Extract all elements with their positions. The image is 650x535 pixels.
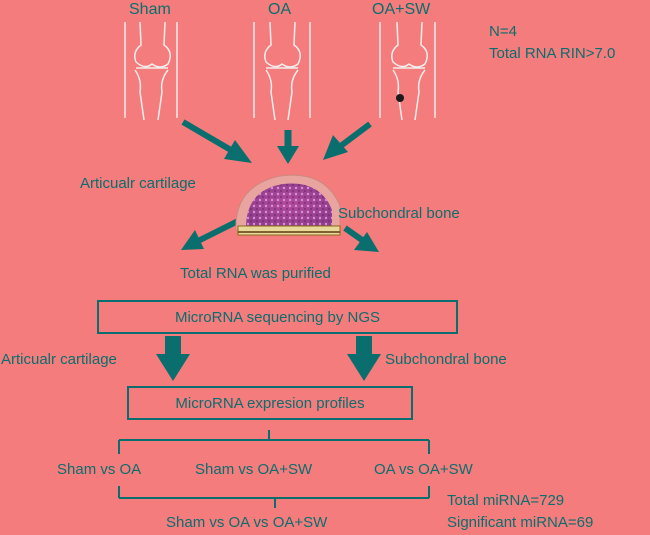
tissue-sample — [235, 174, 341, 236]
group-label-oasw: OA+SW — [372, 1, 431, 18]
tissue-label-bone: Subchondral bone — [338, 205, 460, 222]
profiles-box: MicroRNA expresion profiles — [127, 386, 413, 420]
knee-illustration-oasw — [379, 21, 436, 121]
profiles-label: MicroRNA expresion profiles — [175, 394, 365, 412]
arrow-down-left — [156, 336, 190, 381]
sample-size: N=4 — [489, 23, 517, 40]
branch-label-cartilage: Articualr cartilage — [1, 351, 117, 368]
comparison-all-three: Sham vs OA vs OA+SW — [166, 514, 328, 531]
rin-threshold: Total RNA RIN>7.0 — [489, 45, 616, 62]
arrow-down-right — [347, 336, 381, 381]
comparison-bracket — [118, 430, 430, 508]
arrow-sample-to-cartilage — [181, 217, 242, 250]
step-rna-purified: Total RNA was purified — [180, 265, 331, 282]
comparison-sham-vs-oa: Sham vs OA — [57, 461, 142, 478]
arrow-sample-to-bone — [343, 225, 379, 252]
sequencing-box: MicroRNA sequencing by NGS — [97, 300, 458, 334]
significant-mirna: Significant miRNA=69 — [447, 514, 594, 531]
arrow-sham-to-sample — [181, 119, 252, 163]
arrow-oasw-to-sample — [323, 121, 372, 160]
comparison-oa-vs-oasw: OA vs OA+SW — [374, 461, 473, 478]
group-label-oa: OA — [268, 1, 292, 18]
knee-illustration-oa — [253, 21, 311, 121]
branch-label-bone: Subchondral bone — [385, 351, 507, 368]
arrow-oa-to-sample — [277, 130, 299, 164]
knee-illustration-sham — [124, 21, 178, 121]
tissue-label-cartilage: Articualr cartilage — [80, 175, 196, 192]
group-label-sham: Sham — [129, 1, 171, 18]
total-mirna: Total miRNA=729 — [447, 492, 565, 509]
comparison-sham-vs-oasw: Sham vs OA+SW — [195, 461, 313, 478]
sequencing-label: MicroRNA sequencing by NGS — [174, 308, 381, 326]
